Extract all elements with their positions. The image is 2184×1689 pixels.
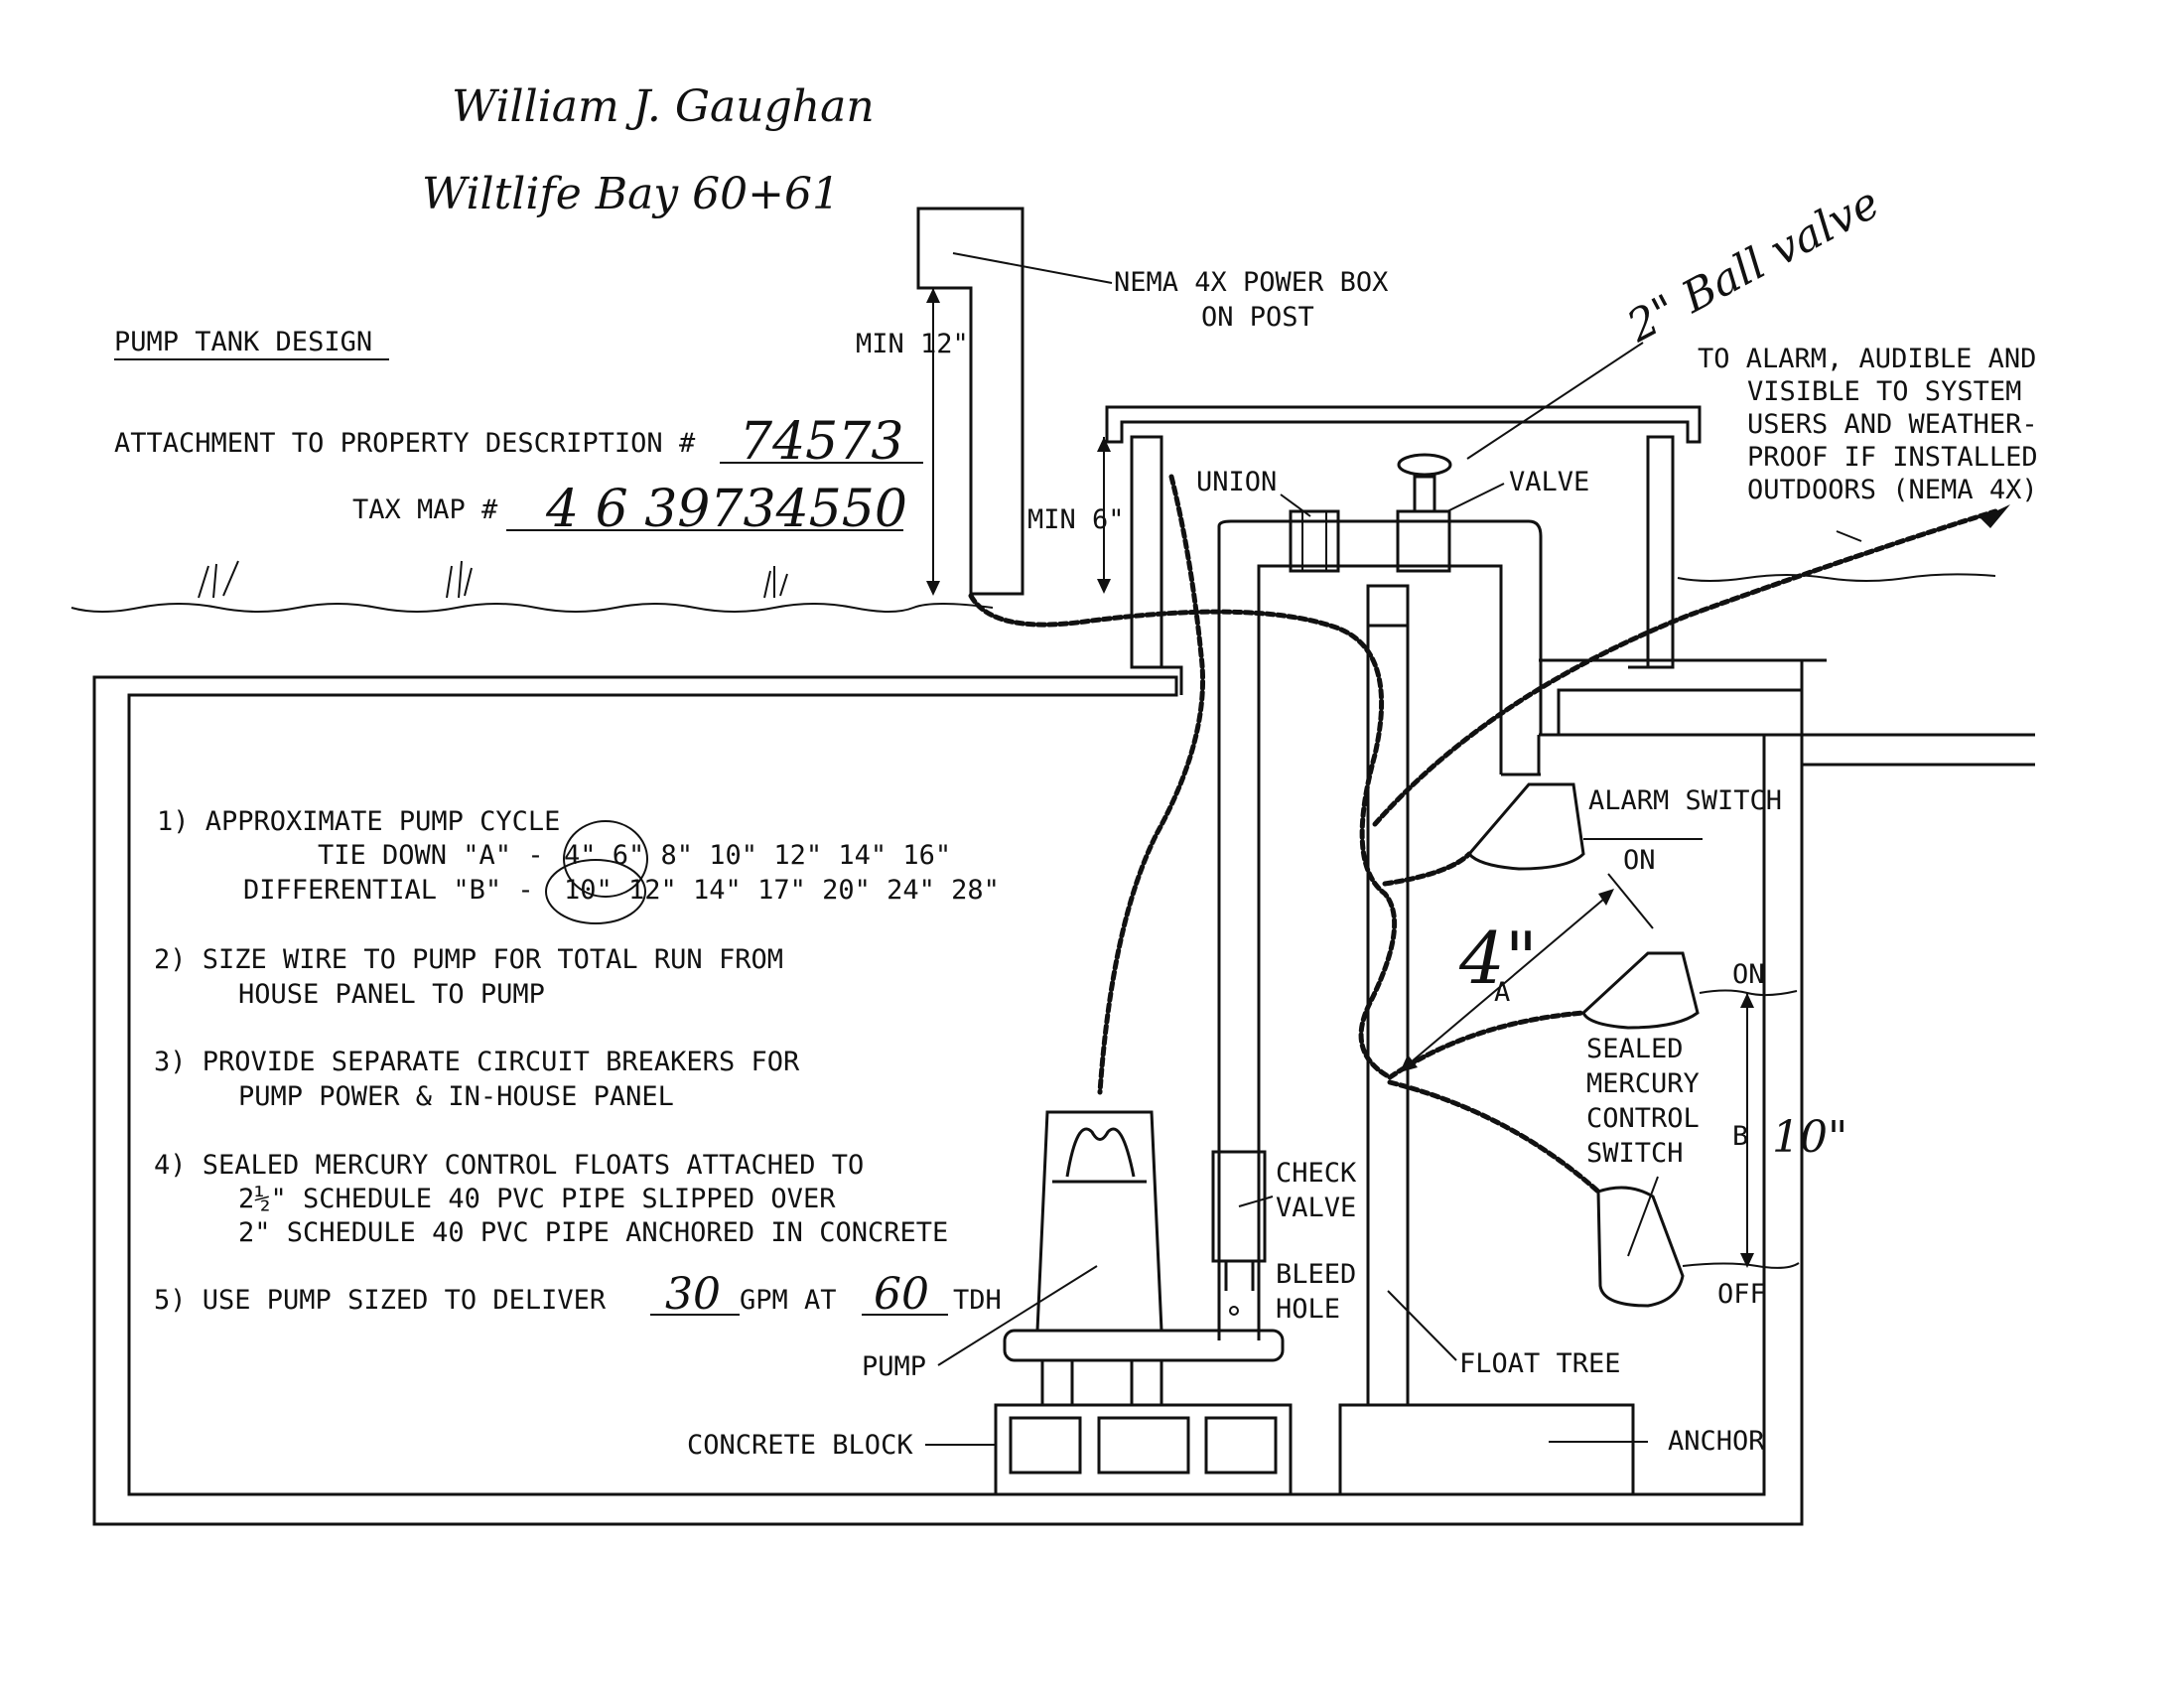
alarm-note-line5: OUTDOORS (NEMA 4X) — [1747, 475, 2038, 505]
note5-suffix: TDH — [953, 1285, 1002, 1316]
concrete-block-label: CONCRETE BLOCK — [687, 1430, 913, 1461]
property-description-label: ATTACHMENT TO PROPERTY DESCRIPTION # — [114, 428, 696, 459]
alarm-on-label: ON — [1623, 845, 1656, 876]
upper-control-float — [1581, 951, 1700, 1030]
tie-down-circle — [563, 820, 648, 898]
control-on-label: ON — [1732, 959, 1765, 990]
bleed-hole-label-line2: HOLE — [1276, 1294, 1340, 1325]
power-wire-to-floats — [968, 593, 1398, 1080]
dimension-b-label: B — [1732, 1121, 1748, 1152]
sealed-switch-label-line4: SWITCH — [1586, 1138, 1684, 1169]
note1-tie-down-values: 4" 6" 8" 10" 12" 14" 16" — [564, 840, 951, 871]
discharge-pipe-inner — [1257, 564, 1503, 1340]
alarm-note-line2: VISIBLE TO SYSTEM — [1747, 376, 2021, 407]
ball-valve-leader — [1466, 342, 1644, 460]
check-valve-label-line2: VALVE — [1276, 1193, 1356, 1223]
note2-line1: 2) SIZE WIRE TO PUMP FOR TOTAL RUN FROM — [154, 944, 783, 975]
bleed-hole — [1229, 1306, 1239, 1316]
power-box-leader — [952, 252, 1113, 284]
note3-line1: 3) PROVIDE SEPARATE CIRCUIT BREAKERS FOR — [154, 1047, 800, 1077]
valve-handle — [1397, 453, 1452, 477]
note1-differential-label: DIFFERENTIAL "B" - — [243, 875, 534, 906]
grass-tuft-1 — [198, 560, 239, 599]
valve-label: VALVE — [1509, 467, 1589, 497]
min6-label: MIN 6" — [1027, 504, 1125, 535]
ground-line-right — [1677, 573, 1996, 582]
alarm-wire — [1372, 508, 1998, 827]
dimension-a-handwritten: 4" — [1458, 916, 1538, 1000]
union-label: UNION — [1196, 467, 1277, 497]
discharge-pipe-outer — [1217, 519, 1543, 1340]
power-box-label-line2: ON POST — [1201, 302, 1314, 333]
note3-line2: PUMP POWER & IN-HOUSE PANEL — [238, 1081, 674, 1112]
note5-tdh-value: 60 — [874, 1269, 929, 1320]
pump-body — [1035, 1110, 1163, 1333]
control-off-label: OFF — [1717, 1279, 1766, 1310]
tax-map-label: TAX MAP # — [352, 494, 498, 525]
pump-power-wire — [1097, 474, 1206, 1095]
alarm-switch-float — [1467, 782, 1585, 871]
note4-line1: 4) SEALED MERCURY CONTROL FLOATS ATTACHE… — [154, 1150, 864, 1181]
sealed-switch-label-line2: MERCURY — [1586, 1068, 1700, 1099]
sealed-switch-label-line3: CONTROL — [1586, 1103, 1700, 1134]
dimension-b-handwritten: 10" — [1772, 1112, 1847, 1163]
valve-stem — [1413, 475, 1436, 513]
anchor-block — [1338, 1403, 1635, 1496]
pump-handle — [1065, 1127, 1136, 1178]
note4-line2: 2½" SCHEDULE 40 PVC PIPE SLIPPED OVER — [238, 1184, 836, 1214]
power-box-label-line1: NEMA 4X POWER BOX — [1114, 267, 1388, 298]
dimension-a-line — [1404, 893, 1611, 1068]
check-valve — [1211, 1150, 1267, 1263]
min12-label: MIN 12" — [856, 329, 969, 359]
note1-differential-values: 10" 12" 14" 17" 20" 24" 28" — [564, 875, 1000, 906]
ground-line-left — [70, 603, 994, 613]
grass-tuft-3 — [763, 566, 788, 599]
union-fitting — [1289, 509, 1340, 573]
alarm-switch-label: ALARM SWITCH — [1588, 785, 1782, 816]
pump-label: PUMP — [862, 1351, 926, 1382]
alarm-note-line3: USERS AND WEATHER- — [1747, 409, 2038, 440]
riser-lid — [1105, 405, 1702, 444]
alarm-note-line4: PROOF IF INSTALLED — [1747, 442, 2038, 473]
upper-float-wire — [1387, 1010, 1586, 1080]
check-valve-label-line1: CHECK — [1276, 1158, 1357, 1189]
signature-name: William J. Gaughan — [452, 81, 875, 132]
note5-middle: GPM AT — [740, 1285, 837, 1316]
page-title: PUMP TANK DESIGN — [114, 327, 372, 357]
lower-float-wire — [1387, 1079, 1601, 1195]
alarm-float-wire — [1382, 851, 1472, 887]
signature-place: Wiltlife Bay 60+61 — [422, 169, 840, 219]
lower-control-float — [1596, 1186, 1685, 1308]
note5-prefix: 5) USE PUMP SIZED TO DELIVER — [154, 1285, 607, 1316]
float-tree-label: FLOAT TREE — [1459, 1348, 1621, 1379]
dimension-a-label: A — [1494, 977, 1510, 1008]
bleed-hole-label-line1: BLEED — [1276, 1259, 1356, 1290]
note1-tie-down-label: TIE DOWN "A" - — [318, 840, 544, 871]
sealed-switch-label-line1: SEALED — [1586, 1034, 1684, 1064]
alarm-note-line1: TO ALARM, AUDIBLE AND — [1698, 344, 2036, 374]
note4-line3: 2" SCHEDULE 40 PVC PIPE ANCHORED IN CONC… — [238, 1217, 948, 1248]
alarm-wire-arrow — [1980, 504, 2010, 528]
concrete-block — [994, 1403, 1293, 1496]
differential-circle — [545, 859, 646, 924]
grass-tuft-2 — [446, 560, 473, 599]
note5-gpm-value: 30 — [665, 1269, 721, 1320]
pump-base — [1003, 1329, 1285, 1362]
float-tree-cap — [1366, 584, 1410, 628]
ball-valve-handwritten-note: 2" Ball valve — [1618, 178, 1887, 352]
riser-wall-left — [1130, 435, 1163, 669]
anchor-label: ANCHOR — [1668, 1426, 1765, 1457]
note2-line2: HOUSE PANEL TO PUMP — [238, 979, 545, 1010]
note1-title: 1) APPROXIMATE PUMP CYCLE — [157, 806, 560, 837]
